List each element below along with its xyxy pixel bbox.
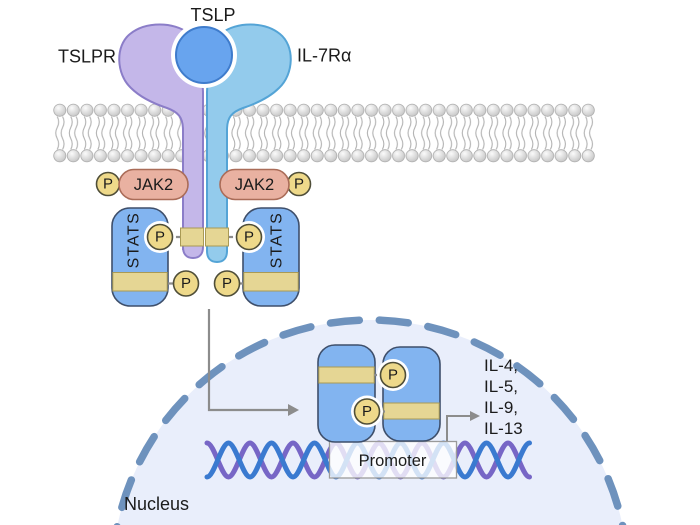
tslpr-receptor [118, 23, 204, 260]
phosphate-label: P [181, 275, 191, 292]
signal-arrow [207, 309, 288, 412]
promoter-box [328, 440, 458, 479]
stat-dimer-right-band [383, 402, 440, 420]
transcription-arrowhead-icon [470, 411, 480, 421]
jak2-right [219, 168, 290, 201]
receptor-left-label: TSLPR [58, 47, 116, 67]
nucleus-label: Nucleus [124, 494, 189, 514]
stats-left-domain-band [112, 272, 168, 292]
stats-right-domain-band [243, 272, 299, 292]
target-gene-label: IL-4, [484, 356, 518, 375]
jak2-left-label: JAK2 [134, 176, 173, 194]
target-gene-label: IL-5, [484, 377, 518, 396]
promoter-label: Promoter [359, 452, 427, 470]
phosphate-label: P [155, 229, 165, 246]
receptor-right-label: IL-7Rα [297, 46, 351, 66]
phosphate-label: P [388, 367, 398, 384]
stat-dimer-left-band [318, 366, 375, 384]
phosphate-badge [379, 361, 407, 389]
phosphate-label: P [362, 403, 372, 420]
stats-right-label: STATS [269, 212, 286, 269]
phosphate-badge [172, 270, 200, 297]
receptor-site-left [180, 227, 204, 247]
phosphate-label: P [244, 229, 254, 246]
cell-membrane [53, 103, 595, 163]
phosphate-badge [353, 398, 381, 425]
target-gene-label: IL-13 [484, 419, 523, 438]
jak2-left [118, 168, 189, 201]
phosphate-label: P [222, 275, 232, 292]
signal-arrowhead-icon [288, 404, 299, 416]
phosphate-label: P [294, 176, 304, 193]
phosphate-badge [213, 270, 241, 297]
il7ra-receptor [206, 23, 292, 264]
phosphate-badge [146, 223, 174, 251]
ligand-label: TSLP [190, 5, 235, 25]
target-gene-label: IL-9, [484, 398, 518, 417]
stats-left-label: STATS [126, 212, 143, 269]
phosphate-badge [235, 223, 263, 251]
phosphate-label: P [103, 176, 113, 193]
tslp-ligand [175, 26, 233, 84]
receptor-site-right [205, 227, 229, 247]
transcription-arrow [446, 415, 470, 441]
jak2-right-label: JAK2 [235, 176, 274, 194]
